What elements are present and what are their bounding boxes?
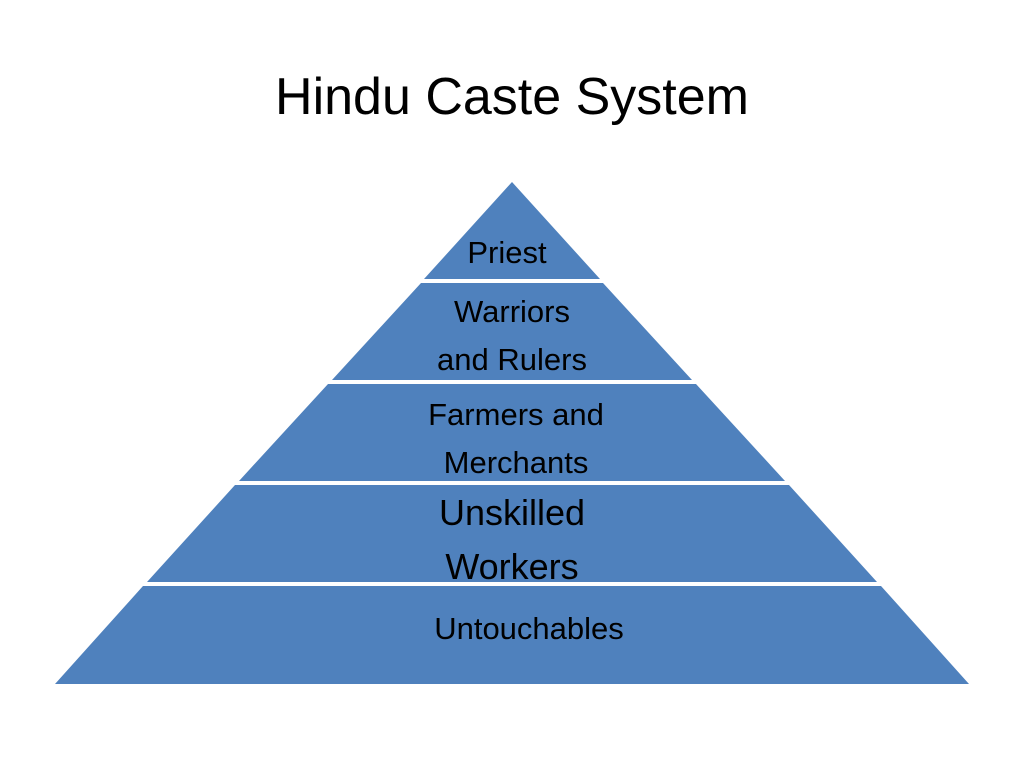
tier-label-priest: Priest: [467, 235, 547, 270]
slide-title: Hindu Caste System: [275, 68, 749, 126]
tier-shape-warriors-and-rulers: [332, 283, 692, 380]
tier-shape-farmers-and-merchants: [239, 384, 785, 481]
tier-shape-priest: [424, 182, 600, 279]
tier-label-farmers-line2: Merchants: [444, 445, 589, 480]
tier-label-untouchables: Untouchables: [434, 611, 624, 646]
tier-label-farmers-line1: Farmers and: [428, 397, 604, 432]
tier-label-unskilled-line1: Unskilled: [439, 492, 585, 533]
tier-shape-untouchables: [55, 586, 969, 684]
tier-shape-unskilled-workers: [147, 485, 877, 582]
tier-label-warriors-line2: and Rulers: [437, 342, 587, 377]
tier-label-unskilled-line2: Workers: [445, 546, 578, 587]
tier-label-warriors-line1: Warriors: [454, 294, 570, 329]
